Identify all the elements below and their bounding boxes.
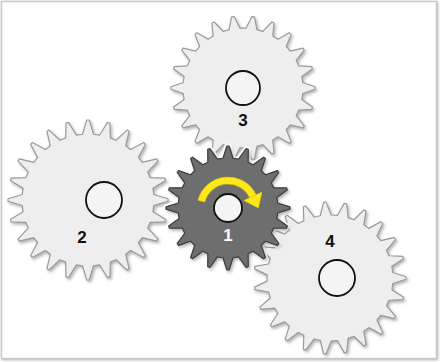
gear-halo	[255, 202, 406, 354]
gear-body	[255, 202, 406, 354]
gear-drawing	[160, 140, 296, 276]
gear-number: 4	[318, 233, 342, 251]
gear-halo	[171, 17, 315, 160]
gear-drawing	[165, 10, 321, 166]
frame-border	[2, 2, 437, 359]
gear: 3	[165, 10, 321, 166]
rotation-arrowhead	[244, 192, 262, 208]
gear: 1	[160, 140, 296, 276]
gear-body	[8, 120, 168, 280]
gear-body	[171, 17, 315, 160]
gear-number: 1	[216, 227, 240, 245]
axle-hole	[226, 71, 260, 105]
gear-number: 2	[70, 229, 94, 247]
gear: 2	[2, 114, 174, 286]
gear-halo	[8, 120, 168, 280]
axle-hole	[214, 194, 242, 222]
gear-drawing	[2, 114, 174, 286]
gear-number: 3	[231, 112, 255, 130]
axle-hole	[86, 182, 122, 218]
axle-hole	[319, 260, 355, 296]
rotation-arrow	[198, 177, 256, 202]
